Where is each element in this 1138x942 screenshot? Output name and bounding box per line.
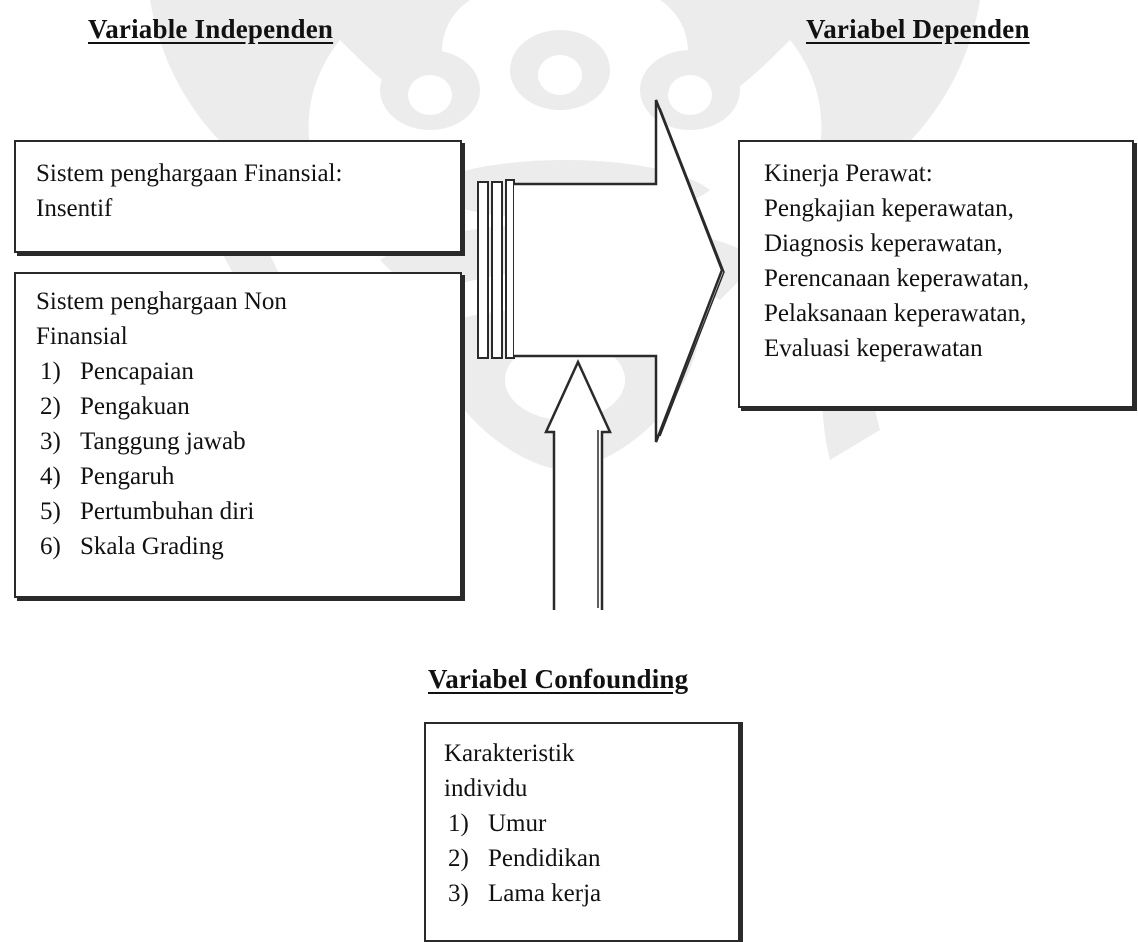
box-confounding-variable: Karakteristik individu 1) Umur 2) Pendidik… [424, 722, 740, 942]
box-nonfinancial-subtitle: Finansial [36, 323, 128, 350]
list-item-number: 2) [448, 845, 469, 872]
list-item-number: 3) [40, 428, 61, 455]
list-item-label: Lama kerja [488, 880, 602, 907]
box-dependent-line: Pengkajian keperawatan, [764, 195, 1014, 222]
list-item: 2) Pengakuan [40, 389, 460, 424]
heading-independent: Variable Independen [88, 14, 334, 44]
list-item-number: 1) [448, 810, 469, 837]
list-item: 2) Pendidikan [448, 841, 738, 876]
box-financial-subtitle: Insentif [36, 195, 113, 222]
box-dependent-line: Pelaksanaan keperawatan, [764, 300, 1027, 327]
main-arrow [514, 99, 724, 443]
nonfinancial-list: 1) Pencapaian 2) Pengakuan 3) Tanggung jawa… [36, 354, 460, 564]
list-item: 1) Umur [448, 806, 738, 841]
confounding-arrow [544, 358, 612, 610]
box-confounding-title: Karakteristik [444, 740, 575, 767]
list-item-number: 1) [40, 358, 61, 385]
box-nonfinancial-title: Sistem penghargaan Non [36, 288, 287, 315]
list-item-number: 3) [448, 880, 469, 907]
list-item-label: Pendidikan [488, 845, 601, 872]
list-item: 3) Tanggung jawab [40, 424, 460, 459]
list-item: 1) Pencapaian [40, 354, 460, 389]
list-item: 4) Pengaruh [40, 459, 460, 494]
list-item-number: 5) [40, 498, 61, 525]
box-financial-reward: Sistem penghargaan Finansial: Insentif [14, 140, 462, 253]
list-item-label: Pencapaian [80, 358, 194, 385]
box-dependent-line: Diagnosis keperawatan, [764, 230, 1003, 257]
list-item-label: Skala Grading [80, 533, 224, 560]
list-item-label: Umur [488, 810, 547, 837]
heading-confounding: Variabel Confounding [428, 664, 689, 694]
list-item-label: Tanggung jawab [80, 428, 246, 455]
box-dependent-variable: Kinerja Perawat: Pengkajian keperawatan,… [738, 140, 1134, 408]
box-nonfinancial-reward: Sistem penghargaan Non Finansial 1) Penca… [14, 272, 462, 598]
box-dependent-line: Evaluasi keperawatan [764, 335, 983, 362]
heading-dependent: Variabel Dependen [806, 14, 1030, 44]
list-item-label: Pengaruh [80, 463, 175, 490]
box-dependent-line: Perencanaan keperawatan, [764, 265, 1030, 292]
box-financial-title: Sistem penghargaan Finansial: [36, 160, 343, 187]
list-item-number: 2) [40, 393, 61, 420]
list-item-number: 4) [40, 463, 61, 490]
box-dependent-title: Kinerja Perawat: [764, 160, 933, 187]
list-item: 5) Pertumbuhan diri [40, 494, 460, 529]
connector-bars [477, 179, 515, 359]
list-item-label: Pertumbuhan diri [80, 498, 255, 525]
list-item: 6) Skala Grading [40, 529, 460, 564]
list-item: 3) Lama kerja [448, 876, 738, 911]
box-confounding-subtitle: individu [444, 775, 528, 802]
confounding-list: 1) Umur 2) Pendidikan 3) Lama kerja [444, 806, 738, 911]
list-item-label: Pengakuan [80, 393, 190, 420]
list-item-number: 6) [40, 533, 61, 560]
